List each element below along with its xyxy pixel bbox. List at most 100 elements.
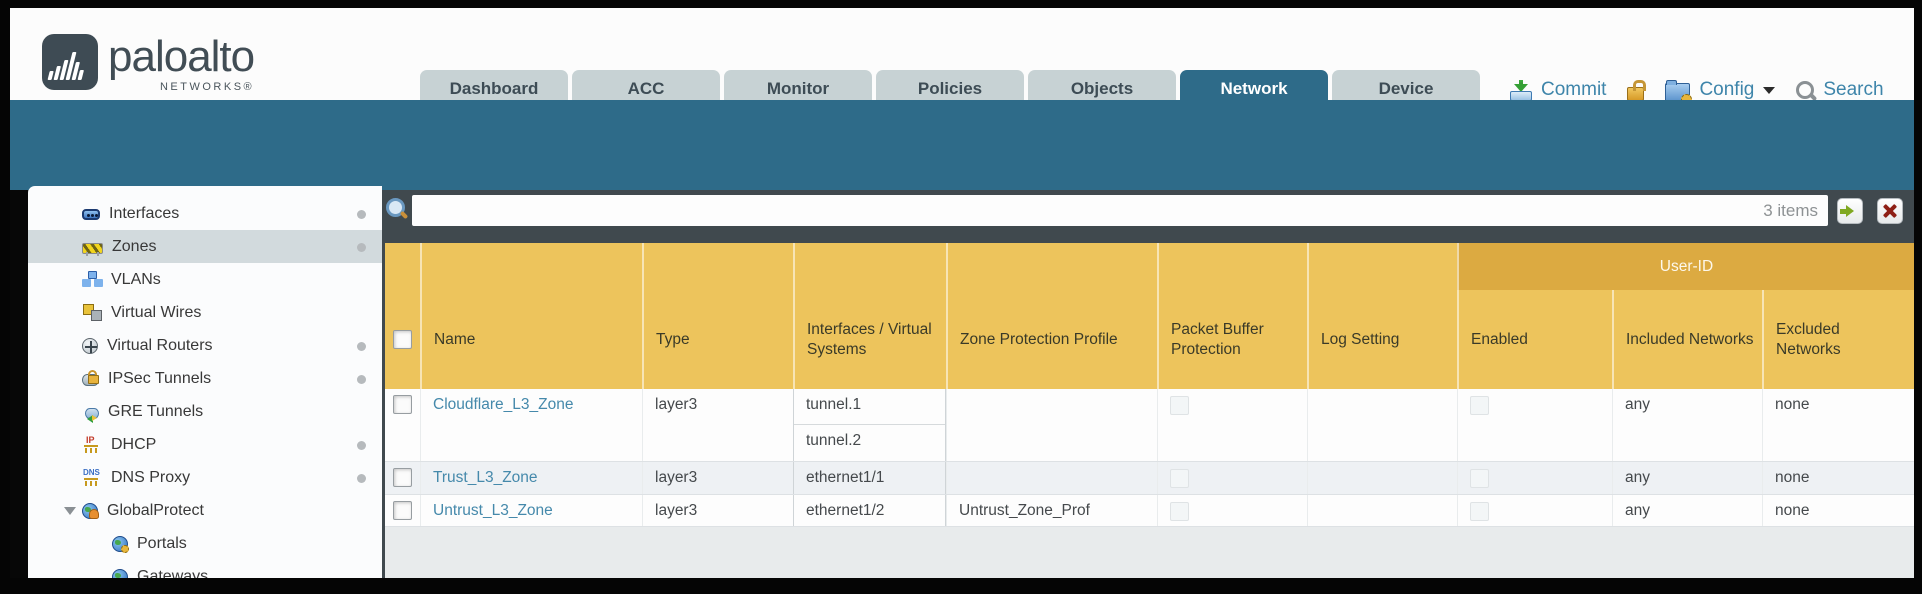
- sidebar-item-label: Gateways: [137, 567, 209, 579]
- commit-button[interactable]: Commit: [1541, 79, 1607, 100]
- zone-name-cell: Untrust_L3_Zone: [420, 495, 642, 526]
- left-gutter: [10, 190, 28, 578]
- logo-bars-glyph: [47, 52, 89, 80]
- sidebar-item-label: IPSec Tunnels: [108, 369, 212, 387]
- column-header-interfaces-virtual-systems[interactable]: Interfaces / Virtual Systems: [793, 243, 946, 389]
- sidebar-item-label: Interfaces: [109, 204, 180, 222]
- apply-filter-button[interactable]: [1837, 198, 1863, 224]
- sidebar-item-label: GRE Tunnels: [108, 402, 204, 420]
- commit-icon[interactable]: [1510, 79, 1532, 101]
- clear-filter-button[interactable]: [1877, 198, 1903, 224]
- ipsec-tunnels-icon: [82, 370, 99, 386]
- config-button[interactable]: Config: [1699, 79, 1755, 100]
- dns-proxy-icon: [82, 468, 102, 486]
- filter-input-wrap: 3 items: [412, 195, 1828, 226]
- sidebar-item-gateways[interactable]: Gateways: [28, 560, 382, 578]
- zone-name-link[interactable]: Cloudflare_L3_Zone: [433, 396, 574, 413]
- teal-banner: Help: [10, 100, 1914, 272]
- sidebar-item-label: Virtual Routers: [107, 336, 213, 354]
- zones-icon: [82, 242, 103, 256]
- row-select-cell: [385, 495, 420, 526]
- search-button[interactable]: Search: [1823, 79, 1884, 100]
- zone-name-link[interactable]: Trust_L3_Zone: [433, 469, 538, 486]
- interfaces-icon: [82, 208, 100, 220]
- filter-search-icon[interactable]: [386, 198, 405, 217]
- items-count: 3 items: [1763, 200, 1818, 220]
- zone-name-cell: Cloudflare_L3_Zone: [420, 389, 642, 461]
- sidebar-item-zones[interactable]: Zones: [28, 230, 382, 263]
- zone-interfaces-cell: ethernet1/2: [793, 495, 946, 526]
- red-x-icon: [1883, 204, 1897, 218]
- globalprotect-icon: [82, 502, 99, 519]
- column-header-zone-protection-profile[interactable]: Zone Protection Profile: [946, 243, 1157, 389]
- green-arrow-icon: [1840, 205, 1860, 217]
- sidebar-item-virtual-routers[interactable]: Virtual Routers: [28, 329, 382, 362]
- user-id-enabled-checkbox: [1470, 396, 1489, 415]
- brand-subtitle: NETWORKS®: [159, 81, 255, 93]
- item-dot: [357, 242, 366, 252]
- zone-type-cell: layer3: [642, 462, 793, 494]
- sidebar-item-dns-proxy[interactable]: DNS Proxy: [28, 461, 382, 494]
- zone-type-cell: layer3: [642, 389, 793, 461]
- user-id-group-header: User-ID: [1457, 243, 1914, 290]
- lock-icon[interactable]: [1627, 80, 1647, 101]
- row-checkbox[interactable]: [393, 468, 412, 487]
- user-id-enabled-checkbox: [1470, 469, 1489, 488]
- column-header-enabled[interactable]: Enabled: [1457, 290, 1612, 389]
- sidebar-item-virtual-wires[interactable]: Virtual Wires: [28, 296, 382, 329]
- chevron-down-icon[interactable]: [1763, 86, 1776, 100]
- gre-tunnels-icon: [85, 407, 99, 423]
- table-footer-area: [385, 527, 1914, 578]
- dhcp-icon: [82, 435, 102, 453]
- search-icon[interactable]: [1796, 81, 1815, 99]
- column-header-type[interactable]: Type: [642, 243, 793, 389]
- logo-wordmark: paloalto NETWORKS®: [108, 34, 255, 94]
- column-header-log-setting[interactable]: Log Setting: [1307, 243, 1457, 389]
- included-networks-cell: any: [1612, 462, 1762, 494]
- row-checkbox[interactable]: [393, 501, 412, 520]
- sidebar-item-vlans[interactable]: VLANs: [28, 263, 382, 296]
- vlans-icon: [82, 271, 102, 288]
- sidebar-item-label: DHCP: [111, 435, 157, 453]
- sidebar-item-label: Portals: [137, 534, 187, 552]
- gateways-icon: [112, 568, 130, 578]
- user-id-enabled-cell: [1457, 495, 1612, 526]
- excluded-networks-cell: none: [1762, 389, 1914, 461]
- top-toolbar: Commit Config Search: [1510, 72, 1884, 108]
- user-id-enabled-checkbox: [1470, 502, 1489, 521]
- sidebar-item-portals[interactable]: Portals: [28, 527, 382, 560]
- zone-protection-profile-cell: [946, 389, 1157, 461]
- paloalto-logo-icon: [42, 34, 98, 90]
- log-setting-cell: [1307, 462, 1457, 494]
- expand-collapse-icon[interactable]: [64, 506, 76, 521]
- column-header-name[interactable]: Name: [420, 243, 642, 389]
- column-header-included-networks[interactable]: Included Networks: [1612, 290, 1762, 389]
- select-all-checkbox[interactable]: [393, 330, 412, 349]
- select-all-cell: [385, 243, 420, 389]
- item-dot: [357, 374, 366, 384]
- column-header-excluded-networks[interactable]: Excluded Networks: [1762, 290, 1914, 389]
- sidebar-item-label: Zones: [112, 237, 157, 255]
- log-setting-cell: [1307, 495, 1457, 526]
- row-select-cell: [385, 462, 420, 494]
- filter-input[interactable]: [412, 195, 1764, 226]
- sidebar-item-dhcp[interactable]: DHCP: [28, 428, 382, 461]
- zone-protection-profile-cell: Untrust_Zone_Prof: [946, 495, 1157, 526]
- item-dot: [357, 473, 366, 483]
- sidebar-item-interfaces[interactable]: Interfaces: [28, 197, 382, 230]
- virtual-routers-icon: [82, 337, 98, 354]
- packet-buffer-protection-cell: [1157, 389, 1307, 461]
- row-checkbox[interactable]: [393, 395, 412, 414]
- column-header-packet-buffer-protection[interactable]: Packet Buffer Protection: [1157, 243, 1307, 389]
- sidebar-item-ipsec-tunnels[interactable]: IPSec Tunnels: [28, 362, 382, 395]
- zone-name-link[interactable]: Untrust_L3_Zone: [433, 502, 553, 519]
- sidebar-item-gre-tunnels[interactable]: GRE Tunnels: [28, 395, 382, 428]
- sidebar-item-globalprotect[interactable]: GlobalProtect: [28, 494, 382, 527]
- packet-buffer-protection-checkbox: [1170, 502, 1189, 521]
- sidebar-item-label: GlobalProtect: [107, 501, 204, 519]
